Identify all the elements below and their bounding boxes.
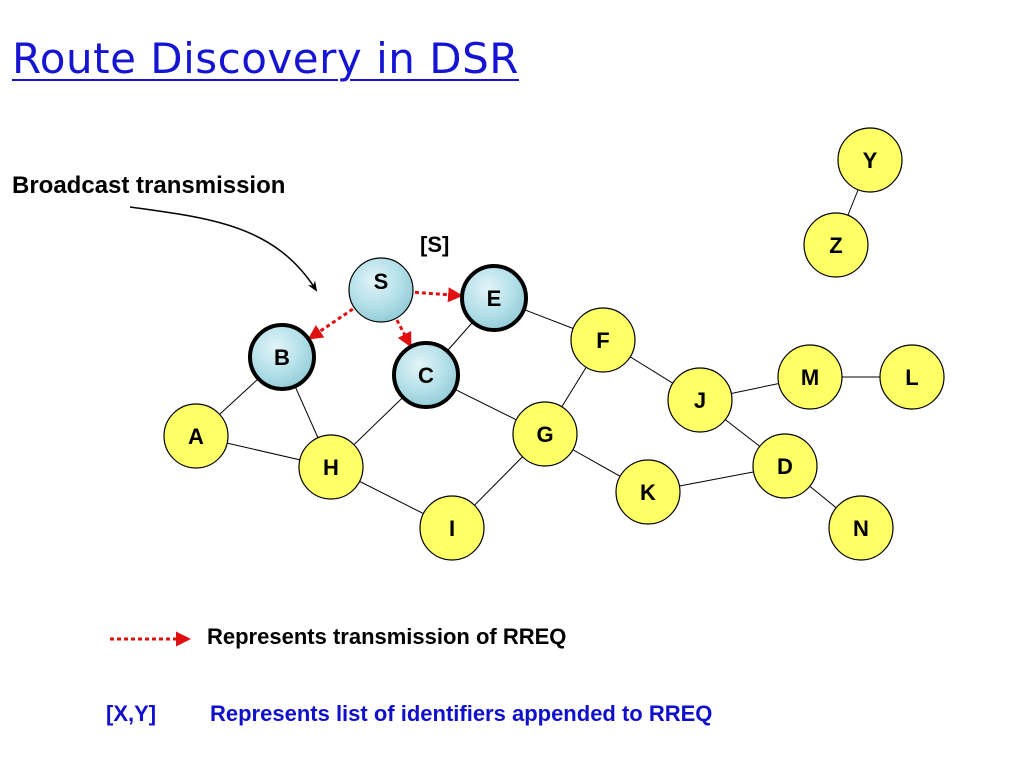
node-i-circle	[419, 495, 485, 561]
node-y: Y	[837, 127, 903, 193]
node-k-label: K	[640, 480, 656, 505]
node-j-label: J	[694, 388, 706, 413]
node-k-circle	[615, 459, 681, 525]
node-n-label: N	[853, 516, 869, 541]
legend-list-text: Represents list of identifiers appended …	[210, 701, 713, 726]
node-h: H	[298, 434, 364, 500]
node-g: G	[512, 401, 578, 467]
node-s-label: S	[374, 269, 389, 294]
node-c-label: C	[418, 363, 434, 388]
node-c: C	[392, 341, 460, 409]
node-m-circle	[777, 344, 843, 410]
node-m: M	[777, 344, 843, 410]
node-a: A	[163, 403, 229, 469]
node-b-circle	[248, 323, 316, 391]
node-l-label: L	[905, 365, 918, 390]
node-n: N	[828, 495, 894, 561]
node-e-circle	[460, 264, 528, 332]
node-a-circle	[163, 403, 229, 469]
node-e-label: E	[487, 286, 502, 311]
node-c-circle	[392, 341, 460, 409]
node-g-label: G	[536, 422, 553, 447]
legend-rreq-text: Represents transmission of RREQ	[207, 624, 567, 649]
node-f-circle	[570, 307, 636, 373]
rreq-arrows-layer	[307, 287, 464, 348]
node-d-label: D	[777, 454, 793, 479]
route-record-label: [S]	[420, 232, 450, 257]
node-g-circle	[512, 401, 578, 467]
node-m-label: M	[801, 365, 819, 390]
rreq-arrow-s-c	[395, 319, 412, 348]
node-e: E	[460, 264, 528, 332]
node-i-label: I	[449, 516, 455, 541]
node-s-circle	[348, 257, 414, 323]
rreq-arrow-s-e	[414, 287, 464, 303]
node-b: B	[248, 323, 316, 391]
node-s: S	[348, 257, 414, 323]
node-k: K	[615, 459, 681, 525]
node-y-label: Y	[863, 148, 878, 173]
legend-list-key: [X,Y]	[106, 701, 157, 726]
node-z-label: Z	[829, 233, 842, 258]
node-b-label: B	[274, 345, 290, 370]
page-title: Route Discovery in DSR	[12, 34, 519, 83]
node-a-label: A	[188, 424, 204, 449]
node-d-circle	[752, 433, 818, 499]
node-l-circle	[879, 344, 945, 410]
node-n-circle	[828, 495, 894, 561]
node-z-circle	[803, 212, 869, 278]
node-h-label: H	[323, 455, 339, 480]
node-l: L	[879, 344, 945, 410]
broadcast-label: Broadcast transmission	[12, 172, 286, 199]
node-j: J	[667, 367, 733, 433]
node-f: F	[570, 307, 636, 373]
node-y-circle	[837, 127, 903, 193]
rreq-arrow-s-b	[307, 307, 354, 340]
nodes-layer: S E B C A H I G F K J M L D N Y Z	[163, 127, 945, 561]
node-h-circle	[298, 434, 364, 500]
node-i: I	[419, 495, 485, 561]
node-z: Z	[803, 212, 869, 278]
node-f-label: F	[596, 328, 609, 353]
node-d: D	[752, 433, 818, 499]
node-j-circle	[667, 367, 733, 433]
broadcast-pointer-arrow	[129, 206, 318, 292]
